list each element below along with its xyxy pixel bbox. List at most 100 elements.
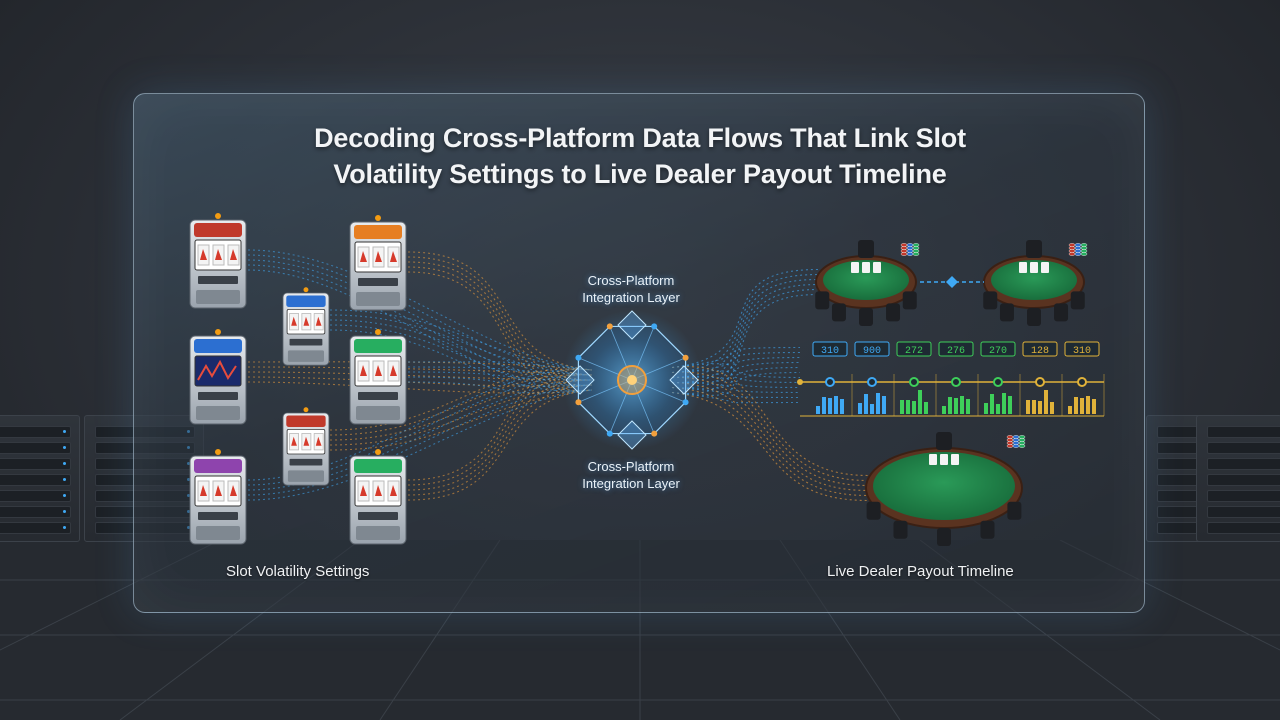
slot-reel-symbol <box>360 485 367 496</box>
slot-reel-symbol <box>390 251 397 262</box>
slot-reel-window <box>194 355 242 387</box>
payout-bar <box>984 403 988 414</box>
timeline-node <box>825 377 835 387</box>
hub-node <box>606 430 613 437</box>
slot-reel-symbol <box>375 485 382 496</box>
slot-reel-symbol <box>291 436 297 446</box>
hub-diamond <box>617 310 647 340</box>
integration-hub <box>562 310 702 450</box>
server-rack-left-1 <box>0 415 80 542</box>
payout-value-box <box>938 341 974 357</box>
payout-bar <box>1080 398 1084 414</box>
slot-topper <box>286 415 326 427</box>
payout-value: 900 <box>863 346 881 357</box>
rack-slot <box>1207 522 1280 534</box>
payout-bar <box>918 390 922 414</box>
chip-stack <box>1018 441 1026 445</box>
slot-reel-symbol <box>200 249 207 260</box>
hub-label-top-line-1: Cross-Platform <box>587 273 675 288</box>
slot-topper <box>354 225 402 239</box>
playing-card <box>929 454 937 465</box>
rack-slot <box>0 522 71 534</box>
chip-stack <box>900 249 908 253</box>
payout-value: 128 <box>1031 346 1049 357</box>
payout-bar <box>1050 402 1054 414</box>
payout-bar <box>1002 393 1006 414</box>
rack-slot <box>1207 474 1280 486</box>
payout-value: 270 <box>989 346 1007 357</box>
dealer-chair <box>859 308 873 326</box>
payout-bar <box>906 400 910 414</box>
dealer-chair <box>886 303 901 322</box>
dealer-chair <box>999 303 1014 322</box>
payout-value: 310 <box>821 346 839 357</box>
rack-slot <box>1207 426 1280 438</box>
flow-line <box>407 376 593 387</box>
payout-bar <box>822 397 826 414</box>
slot-button-panel <box>198 392 238 400</box>
flow-line <box>329 309 593 371</box>
hub-diamond <box>565 365 595 395</box>
chip-stack <box>1068 246 1076 250</box>
chip-stack <box>906 252 914 256</box>
hub-node <box>682 354 689 361</box>
chip-stack <box>1012 441 1020 445</box>
rack-led <box>63 446 66 449</box>
payout-bar <box>942 406 946 414</box>
flow-line <box>247 379 593 491</box>
slot-machine <box>349 449 407 545</box>
dealer-table-2 <box>983 240 1088 326</box>
dealer-table-1 <box>815 240 920 326</box>
slot-beacon <box>215 329 221 335</box>
slot-reel-symbol <box>315 436 322 446</box>
hub-node <box>651 323 658 330</box>
payout-bar <box>864 394 868 414</box>
rack-led <box>63 526 66 529</box>
slot-topper <box>354 459 402 473</box>
flow-line <box>407 371 593 381</box>
rack-led <box>63 494 66 497</box>
flow-line <box>407 251 593 371</box>
slot-base <box>287 470 324 482</box>
dealer-chair <box>902 291 917 310</box>
slot-beacon <box>303 287 309 293</box>
hub-spoke <box>578 379 633 403</box>
chip-stack <box>1068 243 1076 247</box>
slot-screen-graph <box>197 359 237 381</box>
hub-spoke <box>609 326 633 381</box>
slot-beacon <box>303 407 309 413</box>
timeline-node <box>993 377 1003 387</box>
payout-bar <box>996 404 1000 414</box>
chip-stack <box>906 249 914 253</box>
slot-topper <box>194 459 242 473</box>
hub-spoke <box>631 326 655 381</box>
hub-node <box>651 430 658 437</box>
flow-line <box>329 329 593 392</box>
title-line-1: Decoding Cross-Platform Data Flows That … <box>314 123 966 153</box>
hub-spoke <box>578 357 633 381</box>
table-felt <box>991 260 1077 300</box>
hub-spoke <box>631 357 686 381</box>
flow-line <box>329 379 593 441</box>
flow-line <box>247 374 593 486</box>
hub-label-bottom-line-2: Integration Layer <box>582 476 680 491</box>
slot-machine <box>282 287 330 366</box>
slot-topper <box>194 339 242 353</box>
timeline-node <box>1035 377 1045 387</box>
payout-value-box <box>896 341 932 357</box>
dealer-chair <box>980 520 995 539</box>
rack-led <box>63 430 66 433</box>
hub-core-dot <box>627 375 637 385</box>
slot-machine <box>189 449 247 545</box>
table-felt <box>823 260 909 300</box>
flow-line <box>247 368 593 481</box>
flow-line <box>671 351 801 374</box>
chip-stack <box>1074 246 1082 250</box>
payout-bar <box>900 400 904 414</box>
flow-line <box>671 268 819 369</box>
payout-bar <box>1092 399 1096 414</box>
payout-bar <box>954 398 958 414</box>
hub-diamond <box>617 420 647 450</box>
flow-line <box>671 356 801 379</box>
